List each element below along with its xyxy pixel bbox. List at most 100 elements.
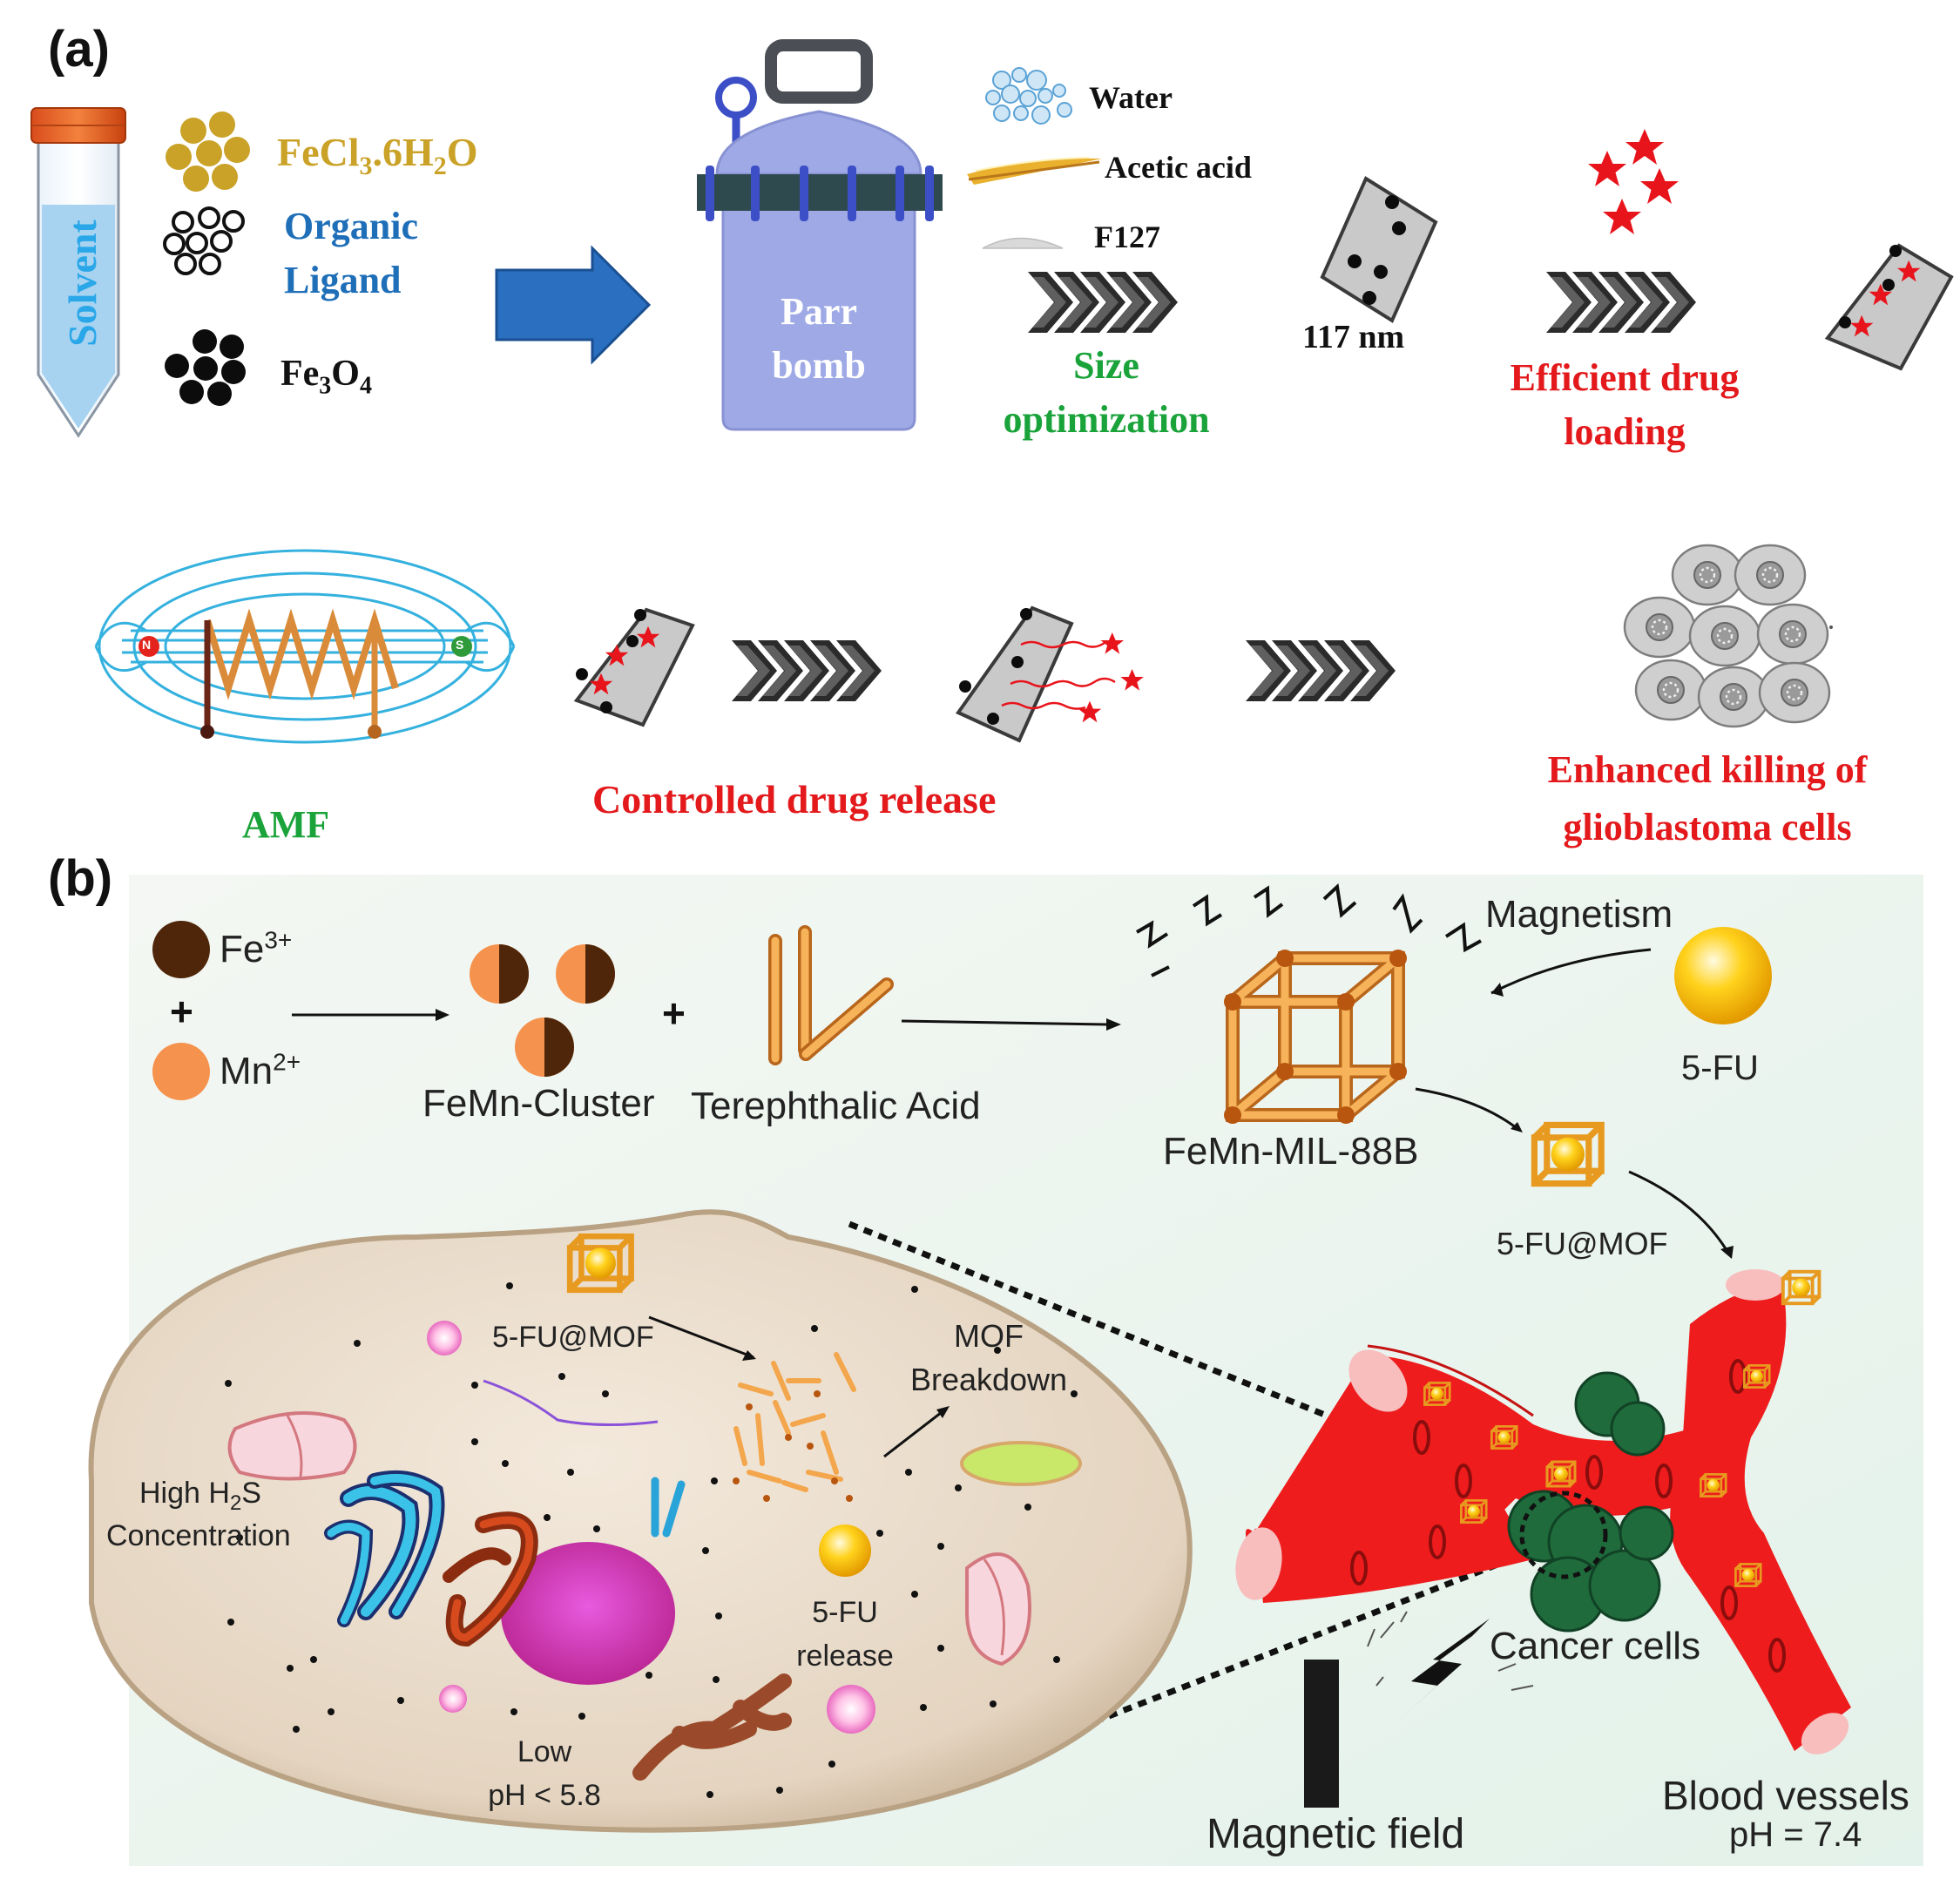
particle-size-label: 117 nm (1302, 319, 1405, 355)
fe3o4-label: Fe3O4 (280, 354, 372, 398)
size-optimization-line2: optimization (1003, 398, 1210, 441)
panel-b-label: (b) (48, 850, 113, 907)
femn-mil-88b-icon (1224, 950, 1407, 1124)
magnet-bar-icon (1304, 1660, 1339, 1808)
terephthalic-acid-label: Terephthalic Acid (691, 1085, 981, 1127)
amf-coil-icon (94, 549, 516, 744)
loaded-particle-icon (1824, 243, 1954, 371)
plus-ions: + (170, 989, 193, 1034)
f127-icon (982, 237, 1064, 249)
fe3o4-particles-icon (165, 329, 246, 406)
5fu-mof-outside-label: 5-FU@MOF (1497, 1226, 1668, 1261)
blood-ph-label: pH = 7.4 (1729, 1815, 1862, 1854)
organic-ligand-line1: Organic (284, 205, 418, 247)
h2s-line2: Concentration (106, 1519, 291, 1552)
chevrons-killing (1246, 640, 1396, 701)
mn-ion-charge: 2+ (273, 1048, 301, 1076)
fecl3-sub1: 3 (359, 152, 373, 181)
acetic-acid-label: Acetic acid (1105, 150, 1252, 185)
chevrons-size-optimization (1028, 272, 1178, 333)
blood-vessels-label: Blood vessels (1662, 1773, 1909, 1818)
water-label: Water (1089, 80, 1173, 115)
low-ph-line2: pH < 5.8 (488, 1779, 601, 1812)
fe-ion-text: Fe (220, 928, 265, 970)
drug-loading-line2: loading (1564, 410, 1686, 453)
5fu-release-line1: 5-FU (812, 1596, 878, 1629)
controlled-release-label: Controlled drug release (592, 777, 997, 821)
arrow-5fu-to-mof (1490, 948, 1652, 995)
fecl3-text-end: O (446, 130, 478, 174)
mn-ion-icon (152, 1043, 210, 1100)
organic-ligand-line2: Ligand (284, 259, 402, 301)
chevrons-drug-loading (1546, 272, 1696, 333)
glioblastoma-cells-icon (1623, 544, 1833, 728)
pole-s-label: S (456, 638, 464, 652)
5fu-sphere-icon (1674, 927, 1772, 1024)
fecl3-sub2: 2 (433, 152, 447, 181)
field-lines-icon (1367, 1611, 1534, 1691)
size-optimization-line1: Size (1073, 344, 1139, 387)
killing-line2: glioblastoma cells (1563, 806, 1852, 848)
panel-a-artwork (30, 39, 1954, 744)
5fu-mof-inside-label: 5-FU@MOF (492, 1321, 654, 1354)
magnetic-field-label: Magnetic field (1206, 1811, 1465, 1857)
parr-bomb-icon (697, 39, 943, 431)
fe3o4-text-a: Fe (280, 354, 320, 394)
h2s-text-a: High H (139, 1477, 230, 1510)
parr-label-line1: Parr (781, 290, 857, 333)
magnetism-zigzag-icon (1135, 882, 1482, 977)
killing-line1: Enhanced killing of (1547, 748, 1868, 791)
magnetism-label: Magnetism (1485, 893, 1673, 936)
femn-mil-88b-label: FeMn-MIL-88B (1163, 1130, 1419, 1173)
fe3o4-sub2: 4 (359, 372, 372, 400)
blue-arrow-icon (495, 245, 652, 365)
organic-ligand-icon (163, 206, 245, 275)
blood-vessels-icon (1235, 1269, 1851, 1754)
fe-ion-label: Fe3+ (220, 928, 292, 970)
terephthalic-acid-icon (768, 925, 894, 1065)
panel-b-artwork (88, 875, 1923, 1866)
panel-a-label: (a) (48, 21, 110, 78)
mn-ion-label: Mn2+ (220, 1050, 301, 1092)
fe3o4-sub1: 3 (319, 372, 332, 400)
mof-breakdown-line2: Breakdown (909, 1362, 1068, 1397)
releasing-particle-icon (955, 605, 1144, 743)
h2s-line1: High H2S (139, 1477, 261, 1513)
drug-loading-line1: Efficient drug (1510, 356, 1740, 399)
h2s-text-b: S (241, 1477, 261, 1510)
cancer-cells-label: Cancer cells (1490, 1625, 1701, 1667)
acetic-acid-icon (967, 157, 1102, 185)
fecl3-text-mid: .6H (372, 130, 434, 174)
mn-ion-text: Mn (220, 1050, 274, 1092)
chevrons-release (732, 640, 882, 701)
f127-label: F127 (1094, 220, 1160, 254)
fecl3-particles-icon (166, 112, 250, 192)
low-ph-line1: Low (517, 1735, 572, 1768)
fecl3-text-base: FeCl (277, 130, 360, 174)
5fu-release-line2: release (796, 1639, 894, 1673)
fe-ion-icon (152, 921, 210, 978)
cell-dots (225, 1282, 1078, 1798)
amf-label: AMF (242, 803, 330, 846)
solvent-label: Solvent (60, 220, 105, 347)
cancer-cell-zoom-icon (88, 1209, 1193, 1833)
pole-n-label: N (142, 638, 152, 652)
mof-breakdown-line1: MOF (954, 1318, 1024, 1354)
mof-particle-icon (1320, 176, 1438, 323)
loaded-particle-before-icon (573, 607, 695, 727)
fe3o4-text-b: O (331, 354, 360, 394)
plus-cluster: + (662, 990, 686, 1036)
femn-cluster-label: FeMn-Cluster (422, 1082, 655, 1125)
h2s-sub: 2 (229, 1491, 242, 1515)
parr-label-line2: bomb (772, 344, 866, 387)
drug-stars-icon (1588, 129, 1679, 234)
femn-cluster-icon (470, 944, 615, 1077)
fecl3-label: FeCl3.6H2O (277, 130, 478, 179)
fe-ion-charge: 3+ (264, 926, 293, 954)
water-icon (985, 67, 1072, 125)
solvent-tube-icon (30, 107, 126, 438)
lightning-icon (1398, 1619, 1490, 1721)
5fu-label: 5-FU (1681, 1049, 1759, 1087)
